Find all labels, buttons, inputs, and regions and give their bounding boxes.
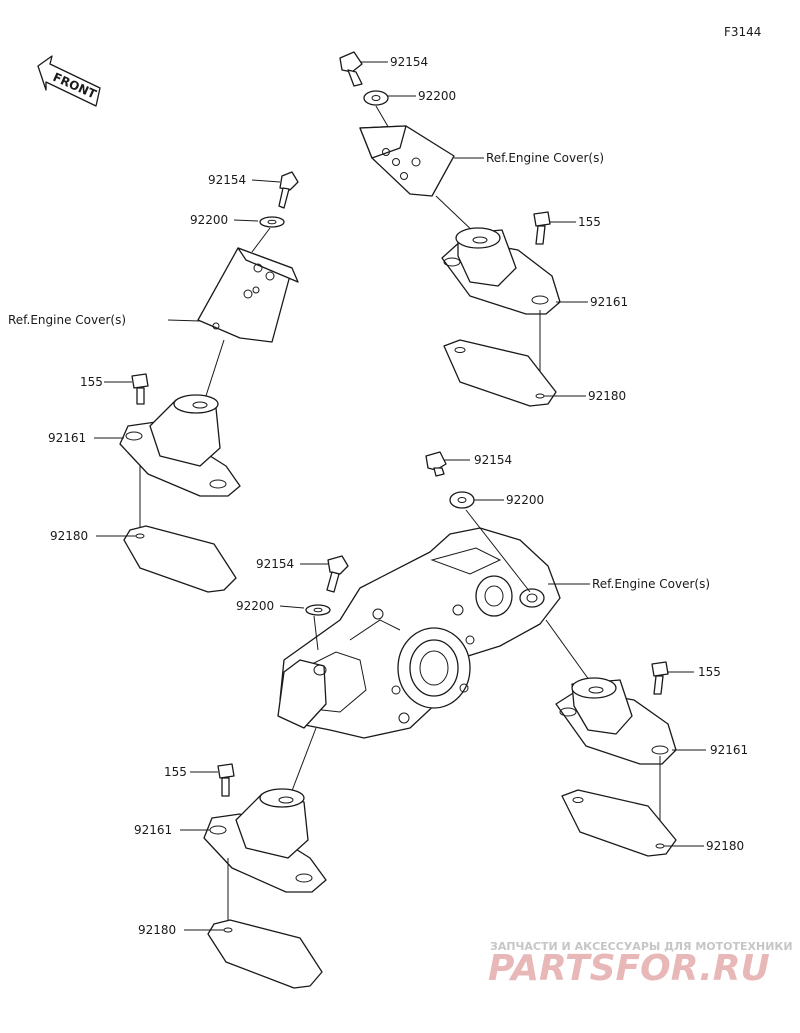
gasket-icon bbox=[123, 525, 237, 593]
front-label: FRONT bbox=[51, 70, 99, 102]
label-92154-b: 92154 bbox=[390, 55, 428, 69]
mount-group-left: 92154 92200 Ref.Engine Cover(s) 155 bbox=[8, 171, 299, 593]
label-92154-d: 92154 bbox=[256, 557, 294, 571]
rubber-mount-icon bbox=[555, 677, 677, 765]
washer-icon bbox=[259, 216, 285, 228]
label-92180-a: 92180 bbox=[50, 529, 88, 543]
label-ref-cover-b: Ref.Engine Cover(s) bbox=[486, 151, 604, 165]
label-92180-b: 92180 bbox=[588, 389, 626, 403]
engine-cover-bracket-icon bbox=[359, 125, 455, 197]
label-92180-c: 92180 bbox=[706, 839, 744, 853]
rubber-mount-icon bbox=[119, 394, 241, 497]
washer-icon bbox=[305, 604, 331, 616]
label-92161-b: 92161 bbox=[590, 295, 628, 309]
label-92154-c: 92154 bbox=[474, 453, 512, 467]
label-155-d: 155 bbox=[164, 765, 187, 779]
mount-group-right-top: 92154 92200 Ref.Engine Cover(s) 155 bbox=[339, 51, 628, 407]
label-92161-c: 92161 bbox=[710, 743, 748, 757]
label-155-a: 155 bbox=[80, 375, 103, 389]
bolt-icon bbox=[339, 51, 363, 87]
label-92154-a: 92154 bbox=[208, 173, 246, 187]
engine-case-icon bbox=[277, 527, 561, 739]
mount-group-left-bottom: 92154 92200 155 92161 92180 bbox=[134, 555, 349, 989]
engine-cover-bracket-icon bbox=[197, 247, 299, 343]
label-92200-c: 92200 bbox=[506, 493, 544, 507]
label-92180-d: 92180 bbox=[138, 923, 176, 937]
label-92200-b: 92200 bbox=[418, 89, 456, 103]
bolt-icon bbox=[425, 451, 447, 477]
washer-icon bbox=[449, 491, 475, 509]
bolt-icon bbox=[326, 555, 349, 593]
label-ref-cover-a: Ref.Engine Cover(s) bbox=[8, 313, 126, 327]
front-arrow-icon: FRONT bbox=[37, 55, 101, 107]
label-155-b: 155 bbox=[578, 215, 601, 229]
short-bolt-icon bbox=[533, 211, 551, 245]
bolt-icon bbox=[278, 171, 299, 209]
label-155-c: 155 bbox=[698, 665, 721, 679]
label-92200-a: 92200 bbox=[190, 213, 228, 227]
watermark-logo: PARTSFOR.RU bbox=[488, 948, 770, 989]
gasket-icon bbox=[443, 339, 557, 407]
gasket-icon bbox=[207, 919, 323, 989]
short-bolt-icon bbox=[217, 763, 235, 797]
label-92161-a: 92161 bbox=[48, 431, 86, 445]
label-92200-d: 92200 bbox=[236, 599, 274, 613]
gasket-icon bbox=[561, 789, 677, 857]
rubber-mount-icon bbox=[203, 788, 327, 893]
label-92161-d: 92161 bbox=[134, 823, 172, 837]
mount-group-right-bottom: 92154 92200 Ref.Engine Cover(s) 155 9216… bbox=[425, 451, 748, 857]
washer-icon bbox=[363, 90, 389, 106]
figure-code: F3144 bbox=[724, 25, 761, 39]
rubber-mount-icon bbox=[441, 227, 561, 315]
label-ref-cover-c: Ref.Engine Cover(s) bbox=[592, 577, 710, 591]
short-bolt-icon bbox=[651, 661, 669, 695]
watermark-tagline: ЗАПЧАСТИ И АКСЕССУАРЫ ДЛЯ МОТОТЕХНИКИ bbox=[490, 940, 793, 953]
short-bolt-icon bbox=[131, 373, 149, 405]
